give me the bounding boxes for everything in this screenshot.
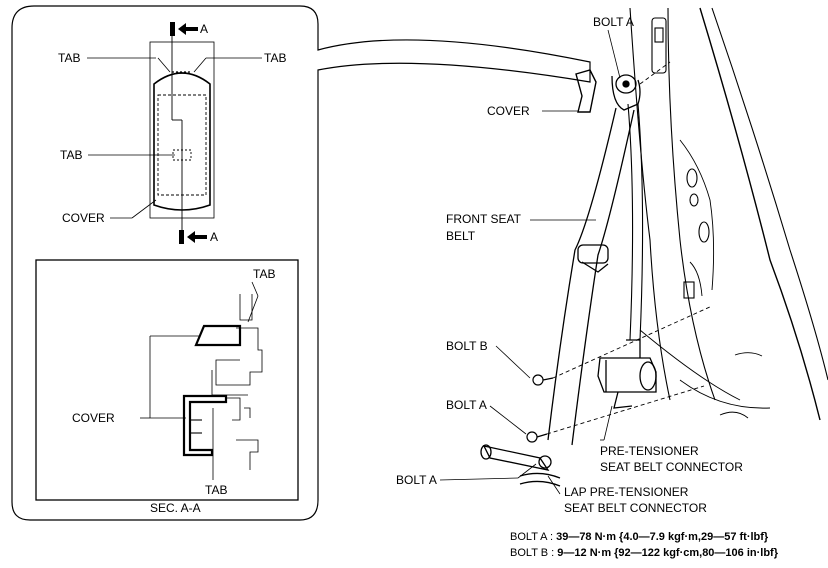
section-box (35, 259, 299, 501)
detail-tab-right-label: TAB (264, 51, 287, 65)
upper-anchor (611, 74, 641, 111)
retractor-pretensioner (597, 339, 657, 409)
front-seat-belt-label-line1: FRONT SEAT (446, 212, 521, 226)
section-drawing (182, 294, 263, 470)
torque-spec-bolt-a-name: BOLT A : (510, 531, 554, 543)
torque-spec-bolt-b: BOLT B : 9—12 N·m {92—122 kgf·cm,80—106 … (510, 547, 778, 560)
bolt-a-bottom-label: BOLT A (396, 473, 437, 487)
bolt-a-mid-hardware (526, 431, 548, 443)
section-arrow-bottom (179, 230, 207, 244)
detail-tab-center-label: TAB (60, 148, 83, 162)
section-mark-top: A (200, 22, 209, 36)
torque-spec-bolt-b-name: BOLT B : (510, 547, 555, 559)
b-pillar (629, 7, 828, 421)
lap-pretensioner-label-line1: LAP PRE-TENSIONER (564, 485, 689, 499)
section-arrow-top (170, 22, 198, 36)
detail-tab-left-label: TAB (58, 51, 81, 65)
bolt-b-hardware (532, 374, 554, 386)
bolt-a-top-label: BOLT A (593, 15, 634, 29)
lap-pretensioner-label-line2: SEAT BELT CONNECTOR (564, 501, 707, 515)
bolt-a-mid-label: BOLT A (446, 398, 487, 412)
section-cover-label: COVER (72, 411, 115, 425)
seat-belt-webbing (547, 103, 644, 446)
torque-spec-bolt-b-value: 9—12 N·m {92—122 kgf·cm,80—106 in·lbf} (557, 547, 778, 559)
section-mark-bottom: A (210, 230, 219, 244)
torque-spec-bolt-a: BOLT A : 39—78 N·m {4.0—7.9 kgf·m,29—57 … (510, 531, 768, 544)
lower-anchor (480, 444, 561, 487)
section-tab-top-label: TAB (253, 267, 276, 281)
torque-spec-bolt-a-value: 39—78 N·m {4.0—7.9 kgf·m,29—57 ft·lbf} (556, 531, 769, 543)
section-caption: SEC. A-A (150, 501, 201, 515)
detail-cover-label: COVER (62, 211, 105, 225)
pretensioner-label-line1: PRE-TENSIONER (600, 444, 699, 458)
cover-top-view (149, 30, 215, 238)
front-seat-belt-label-line2: BELT (446, 229, 476, 243)
pretensioner-label-line2: SEAT BELT CONNECTOR (600, 460, 743, 474)
pillar-cover (575, 69, 597, 113)
detail-callout-frame (11, 5, 591, 521)
bolt-b-label: BOLT B (446, 339, 488, 353)
cover-label: COVER (487, 104, 530, 118)
section-tab-bottom-label: TAB (205, 483, 228, 497)
leader-lines (439, 29, 621, 495)
